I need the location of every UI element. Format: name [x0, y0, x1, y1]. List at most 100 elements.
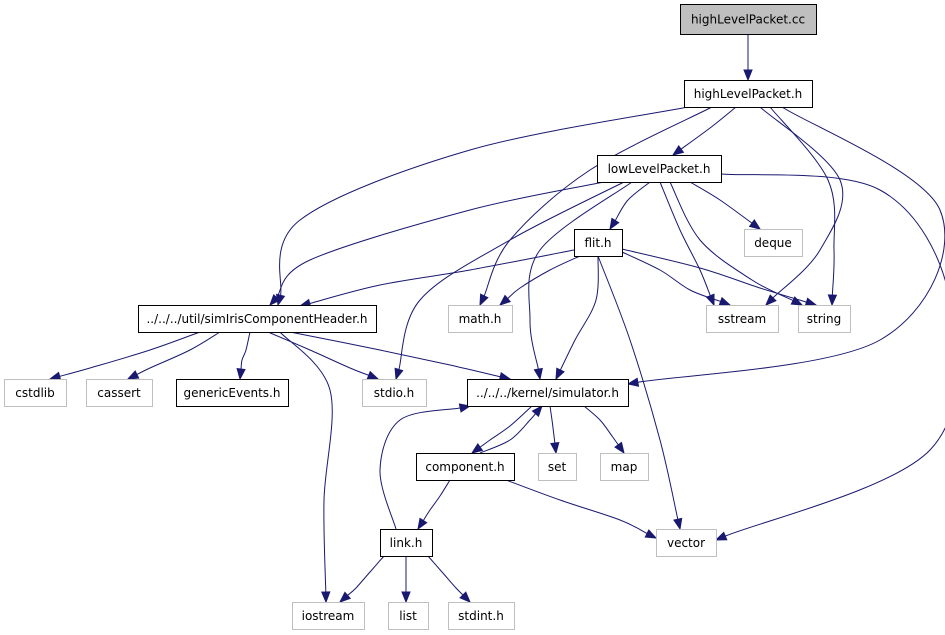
arrowhead-icon	[743, 69, 753, 82]
edge-line	[559, 255, 599, 371]
node-box	[86, 379, 153, 407]
edge-line	[680, 106, 737, 150]
node-label: flit.h	[584, 236, 611, 250]
node-box	[388, 602, 429, 630]
edge-line	[507, 255, 581, 299]
node-label: highLevelPacket.h	[694, 87, 803, 101]
edge-flit_h-to-sstream	[621, 251, 732, 306]
node-box	[538, 453, 577, 481]
node-box	[656, 529, 717, 557]
node-box	[706, 305, 779, 333]
node-box	[380, 529, 433, 557]
arrowhead-icon	[673, 517, 683, 531]
arrowhead-icon	[417, 517, 428, 531]
node-highLevelPacket-cc: highLevelPacket.cc	[680, 4, 817, 35]
node-label: link.h	[390, 536, 423, 550]
edge-line	[528, 181, 633, 370]
edge-line	[614, 181, 651, 221]
arrowhead-icon	[718, 296, 732, 306]
node-sstream: sstream	[706, 305, 779, 333]
edge-line	[659, 181, 711, 296]
arrowhead-icon	[269, 294, 281, 307]
edge-component_h-to-simulator_h	[479, 404, 543, 454]
edge-highLevelPacket_cc-to-highLevelPacket_h	[743, 33, 753, 82]
edge-line	[398, 181, 625, 370]
arrowhead-icon	[609, 217, 620, 231]
edge-line	[379, 407, 461, 530]
edge-link_h-to-list	[401, 556, 411, 604]
edge-lowLevelPacket_h-to-flit_h	[609, 181, 651, 231]
arrowhead-icon	[321, 591, 331, 604]
edge-component_h-to-vector	[505, 479, 658, 539]
arrowhead-icon	[626, 377, 640, 387]
node-label: sstream	[718, 312, 766, 326]
edge-flit_h-to-vector	[597, 255, 683, 531]
edge-line	[720, 173, 945, 537]
node-box	[362, 379, 427, 407]
node-link-h[interactable]: link.h	[380, 529, 433, 557]
edge-lowLevelPacket_h-to-stdio_h	[394, 181, 625, 381]
node-box	[176, 379, 289, 407]
arrowhead-icon	[479, 293, 489, 307]
arrowhead-icon	[705, 293, 715, 307]
node-label: highLevelPacket.cc	[691, 13, 805, 27]
edge-line	[583, 405, 619, 446]
node-box	[448, 305, 513, 333]
node-stdio-h: stdio.h	[362, 379, 427, 407]
node-box	[467, 379, 629, 407]
node-layer: highLevelPacket.cc highLevelPacket.h lowLe…	[4, 4, 851, 630]
node-stdint-h: stdint.h	[448, 602, 515, 630]
node-box	[684, 80, 813, 108]
edge-flit_h-to-string	[621, 248, 818, 307]
node-lowLevelPacket-h[interactable]: lowLevelPacket.h	[597, 155, 722, 183]
node-box	[574, 229, 623, 257]
arrowhead-icon	[338, 591, 352, 603]
edge-lowLevelPacket_h-to-sstream	[659, 181, 715, 307]
arrowhead-icon	[827, 294, 838, 307]
edge-lowLevelPacket_h-to-vector	[714, 173, 945, 541]
edge-line	[597, 255, 679, 520]
arrowhead-icon	[714, 531, 728, 541]
node-simulator-h[interactable]: ../../../kernel/simulator.h	[467, 379, 629, 407]
edge-highLevelPacket_h-to-simIrisComponentHeader_h	[276, 106, 689, 307]
edge-line	[479, 405, 533, 448]
edge-lowLevelPacket_h-to-deque	[689, 181, 762, 230]
node-box	[600, 453, 649, 481]
edge-line	[267, 331, 369, 376]
edge-line	[279, 331, 333, 593]
node-box	[416, 453, 515, 481]
edge-line	[289, 331, 501, 378]
node-label: string	[807, 312, 841, 326]
edge-line	[240, 331, 251, 370]
node-flit-h[interactable]: flit.h	[574, 229, 623, 257]
arrowhead-icon	[531, 404, 543, 418]
edge-simIrisComponentHeader_h-to-simulator_h	[289, 331, 512, 382]
arrowhead-icon	[470, 443, 484, 454]
arrowhead-icon	[614, 441, 625, 455]
node-label: component.h	[425, 460, 504, 474]
arrowhead-icon	[644, 529, 658, 539]
edge-highLevelPacket_h-to-lowLevelPacket_h	[671, 106, 737, 156]
edge-flit_h-to-simIrisComponentHeader_h	[298, 249, 575, 308]
node-label: deque	[754, 236, 792, 250]
arrowhead-icon	[459, 591, 471, 603]
edge-lowLevelPacket_h-to-simIrisComponentHeader_h	[269, 181, 605, 307]
node-component-h[interactable]: component.h	[416, 453, 515, 481]
node-map: map	[600, 453, 649, 481]
arrowhead-icon	[765, 294, 777, 306]
arrowhead-icon	[498, 294, 512, 306]
edge-line	[759, 106, 844, 299]
node-vector: vector	[656, 529, 717, 557]
edge-line	[422, 479, 451, 521]
edge-simulator_h-to-component_h	[470, 405, 533, 454]
edge-flit_h-to-simulator_h	[555, 255, 599, 381]
arrowhead-icon	[533, 367, 543, 381]
edge-line	[309, 249, 575, 304]
edge-simIrisComponentHeader_h-to-iostream	[279, 331, 333, 604]
node-box	[292, 602, 365, 630]
edge-line	[483, 106, 713, 297]
node-highLevelPacket-h[interactable]: highLevelPacket.h	[684, 80, 813, 108]
node-simIrisComponentHeader-h[interactable]: ../../../util/simIrisComponentHeader.h	[138, 305, 377, 333]
node-genericEvents-h[interactable]: genericEvents.h	[176, 379, 289, 407]
